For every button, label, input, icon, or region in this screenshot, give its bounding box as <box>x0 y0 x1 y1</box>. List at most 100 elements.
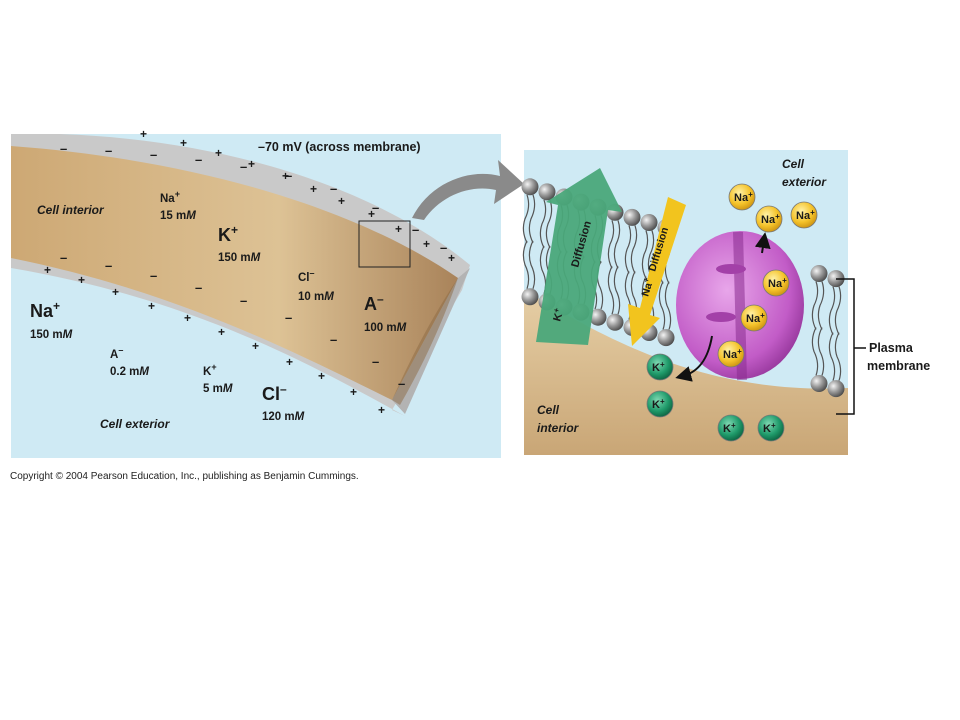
plus-sign: + <box>423 237 430 251</box>
na-ion-circle <box>762 269 790 297</box>
k-ion-circle <box>646 353 674 381</box>
k-ion-circle <box>646 390 674 418</box>
lipid-tail <box>664 281 672 330</box>
lipid-tail <box>811 327 819 376</box>
na-ion-label: Na+ <box>796 208 815 222</box>
plus-sign: + <box>184 311 191 325</box>
minus-sign: – <box>330 181 337 196</box>
plus-sign: + <box>282 169 289 183</box>
plus-sign: + <box>218 325 225 339</box>
svg-text:100 mM: 100 mM <box>364 322 407 334</box>
lipid-tail <box>522 194 530 244</box>
na-ion-circle <box>790 201 818 229</box>
minus-sign: – <box>330 332 337 347</box>
svg-text:Cl–: Cl– <box>262 382 287 404</box>
svg-text:0.2 mM: 0.2 mM <box>110 366 149 378</box>
minus-sign: – <box>285 168 292 183</box>
minus-sign: – <box>150 268 157 283</box>
lipid-head <box>623 208 641 226</box>
plus-sign: + <box>78 273 85 287</box>
right-panel: Diffusion K+ Na+ Diffusion Na+Na+Na+Na+N… <box>521 150 848 455</box>
lipid-tail <box>817 327 825 376</box>
k-ion: K+ <box>757 414 785 442</box>
svg-text:membrane: membrane <box>867 359 930 373</box>
cell-interior-label: Cell interior <box>37 203 105 217</box>
interior-a: A– 100 mM <box>364 292 407 334</box>
k-in-arrow <box>675 335 713 382</box>
svg-text:exterior: exterior <box>782 175 827 189</box>
svg-text:interior: interior <box>537 421 580 435</box>
lipid-tail <box>607 266 615 315</box>
exterior-k: K+ 5 mM <box>203 362 233 395</box>
svg-text:Na+: Na+ <box>30 299 60 321</box>
svg-text:150 mM: 150 mM <box>30 329 73 341</box>
k-ion: K+ <box>717 414 745 442</box>
membrane-negative-charges: ––––––––––––––––––– <box>60 141 447 391</box>
k-ion-label: K+ <box>723 421 736 435</box>
zoom-box <box>358 220 411 268</box>
na-ion: Na+ <box>717 340 745 368</box>
plus-sign: + <box>310 182 317 196</box>
minus-sign: – <box>440 240 447 255</box>
k-ion: K+ <box>646 353 674 381</box>
na-ion-label: Na+ <box>746 311 765 325</box>
left-panel: ––––––––––––––––––– ++++++++++++++++++++… <box>11 127 524 458</box>
lipid-tail <box>630 225 638 274</box>
minus-sign: – <box>372 354 379 369</box>
minus-sign: – <box>60 250 67 265</box>
svg-text:120 mM: 120 mM <box>262 411 305 423</box>
interior-k: K+ 150 mM <box>218 223 261 264</box>
k-ion-label: K+ <box>652 397 665 411</box>
k-ion-label: K+ <box>763 421 776 435</box>
cell-exterior-label: Cell exterior <box>100 417 171 431</box>
na-ion-label: Na+ <box>768 276 787 290</box>
minus-sign: – <box>285 310 292 325</box>
sodium-ions: Na+ Na+ Na+ Na+ Na+ Na+ <box>717 183 818 368</box>
svg-text:5 mM: 5 mM <box>203 383 233 395</box>
lipid-head <box>521 288 539 306</box>
k-diffusion-ion: K+ <box>549 307 566 323</box>
plus-sign: + <box>448 251 455 265</box>
na-ion-circle <box>717 340 745 368</box>
na-ion-label: Na+ <box>734 190 753 204</box>
lipid-head <box>640 214 658 231</box>
minus-sign: – <box>195 152 202 167</box>
plus-sign: + <box>338 194 345 208</box>
svg-text:Cell: Cell <box>537 403 560 417</box>
plasma-membrane-bracket <box>836 278 866 415</box>
potassium-ions: K+ K+ K+ K+ <box>646 353 785 442</box>
lipid-tail <box>658 281 666 330</box>
na-ion-circle <box>740 304 768 332</box>
lipid-tail <box>539 199 547 249</box>
lipid-head <box>827 380 845 398</box>
lipid-head <box>538 183 556 201</box>
lipid-tail <box>834 332 842 381</box>
interior-na: Na+ 15 mM <box>160 189 196 222</box>
plus-sign: + <box>44 263 51 277</box>
plus-sign: + <box>148 299 155 313</box>
plus-sign: + <box>248 157 255 171</box>
na-ion: Na+ <box>728 183 756 211</box>
lipid-tail <box>613 266 621 315</box>
svg-text:K+: K+ <box>218 223 238 245</box>
copyright-text: Copyright © 2004 Pearson Education, Inc.… <box>10 471 359 482</box>
plus-sign: + <box>378 403 385 417</box>
k-ion-label: K+ <box>652 360 665 374</box>
minus-sign: – <box>372 200 379 215</box>
na-ion-label: Na+ <box>761 212 780 226</box>
svg-text:Cell: Cell <box>782 157 805 171</box>
na-ion-circle <box>728 183 756 211</box>
exterior-a: A– 0.2 mM <box>110 345 149 378</box>
interior-cl: Cl– 10 mM <box>298 268 334 303</box>
voltage-label: –70 mV (across membrane) <box>258 140 421 154</box>
svg-text:10 mM: 10 mM <box>298 291 334 303</box>
minus-sign: – <box>398 376 405 391</box>
svg-text:Cl–: Cl– <box>298 268 315 284</box>
exterior-cl: Cl– 120 mM <box>262 382 305 423</box>
lipid-tail <box>528 194 536 244</box>
lipid-head <box>810 375 828 392</box>
plus-sign: + <box>112 285 119 299</box>
k-ion-circle <box>757 414 785 442</box>
plus-sign: + <box>350 385 357 399</box>
